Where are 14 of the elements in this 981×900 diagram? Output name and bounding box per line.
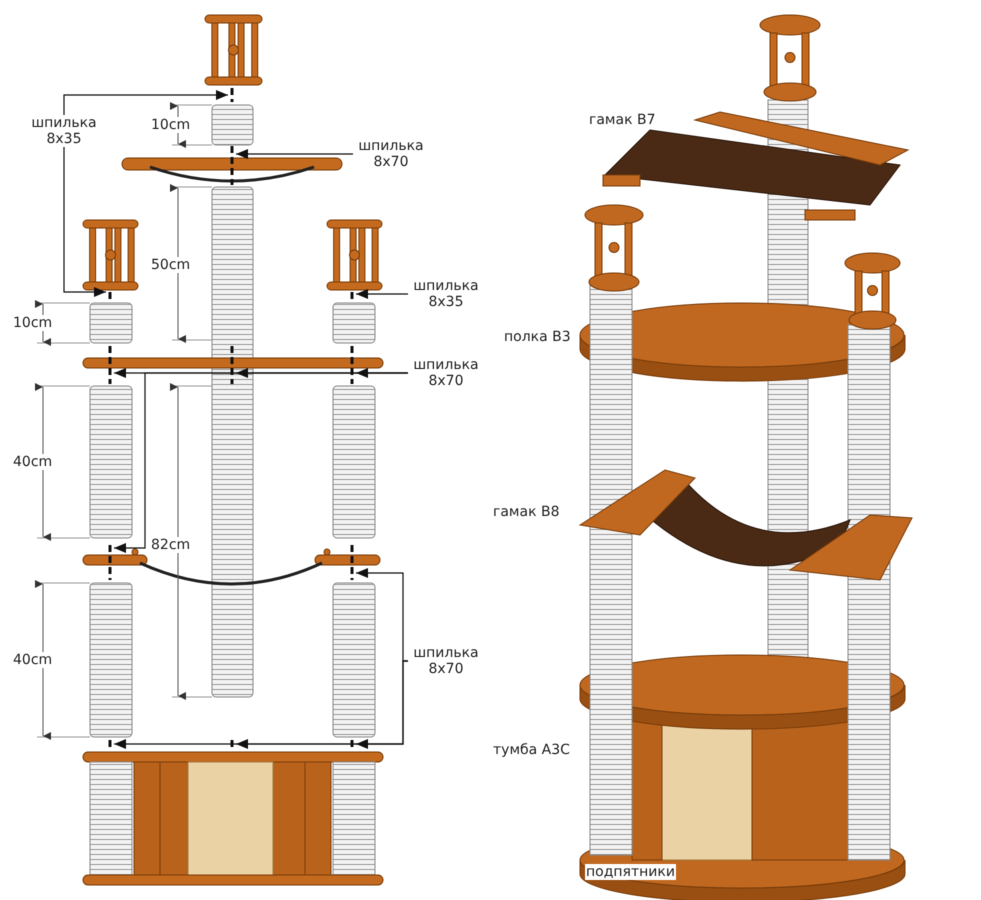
leader-line [63,147,106,297]
leader-line [236,149,353,159]
dimension-label: 10cm [150,117,192,133]
leader-line [63,90,228,115]
leader-line [114,660,408,749]
part-label: тумба А3С [492,742,571,758]
dimension-label: 50cm [150,257,192,273]
dimension-label: 40cm [12,454,54,470]
dimension-label: 82cm [150,537,192,553]
dimension-label: 10cm [12,315,54,331]
leader-line [356,289,408,299]
dimension-label: 40cm [12,652,54,668]
part-label: подпятники [585,864,676,880]
leader-line [114,372,408,553]
